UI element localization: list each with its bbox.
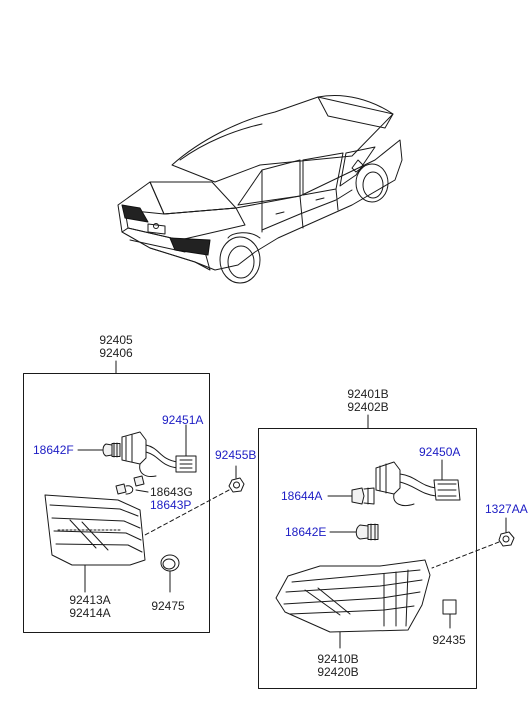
pad-92435 bbox=[442, 599, 457, 629]
cap-92475 bbox=[160, 554, 180, 593]
bulb-18642f bbox=[77, 442, 121, 458]
label-inner-lens-1: 92413A bbox=[69, 593, 111, 607]
socket-harness-92450a bbox=[375, 459, 461, 507]
label-outer-lens-1: 92410B bbox=[317, 652, 359, 666]
label-bulb-upper-right: 18644A bbox=[281, 489, 323, 503]
label-nut-left: 92455B bbox=[215, 448, 257, 462]
label-nut-right: 1327AA bbox=[485, 502, 528, 516]
label-bulb-small-left-2: 18643P bbox=[150, 498, 192, 512]
outer-lens-92410b bbox=[275, 559, 431, 649]
label-socket-harness-right: 92450A bbox=[419, 445, 461, 459]
bulb-18644a bbox=[327, 487, 375, 505]
label-assembly-left-1: 92405 bbox=[99, 333, 133, 347]
nut-92455b bbox=[144, 465, 245, 536]
bulb-18642e bbox=[329, 523, 379, 541]
label-pad: 92435 bbox=[432, 633, 466, 647]
left-assembly-box bbox=[23, 360, 210, 633]
car-illustration bbox=[117, 95, 403, 284]
label-outer-lens-2: 92420B bbox=[317, 665, 359, 679]
label-assembly-right-1: 92401B bbox=[347, 387, 389, 401]
label-inner-lens-2: 92414A bbox=[69, 606, 111, 620]
label-bulb-large-left: 18642F bbox=[33, 443, 74, 457]
socket-harness-92451a bbox=[121, 424, 197, 477]
bulb-18643g bbox=[115, 475, 149, 495]
label-cap: 92475 bbox=[151, 599, 185, 613]
label-assembly-left-2: 92406 bbox=[99, 346, 133, 360]
right-assembly-box bbox=[258, 414, 477, 689]
label-bulb-lower-right: 18642E bbox=[285, 525, 327, 539]
label-socket-harness-left: 92451A bbox=[162, 413, 204, 427]
label-bulb-small-left-1: 18643G bbox=[150, 485, 193, 499]
nut-1327aa bbox=[431, 517, 515, 569]
label-assembly-right-2: 92402B bbox=[347, 400, 389, 414]
inner-lens-92413a bbox=[44, 494, 146, 593]
